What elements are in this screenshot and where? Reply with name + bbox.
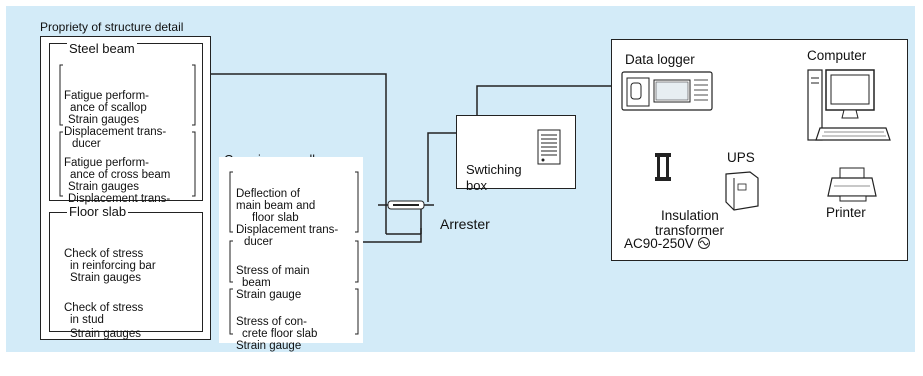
computer-icon [807,69,891,141]
arrester-label: Arrester [440,216,490,232]
behaviour-brackets [229,171,359,335]
diagram: Propriety of structure detail Steel beam [6,6,915,352]
transformer-icon [655,153,671,181]
data-logger-icon [621,71,713,111]
computer-label: Computer [807,48,867,63]
ac-source-label: AC90-250V [624,236,694,251]
structure-detail-title: Propriety of structure detail [40,20,184,34]
steel-beam-group [49,43,203,201]
data-logger-label: Data logger [625,52,695,67]
floor-slab-group [49,212,203,332]
steel-beam-label: Steel beam [67,41,137,56]
switching-box-icon [537,129,561,165]
arrester-icon [378,200,434,210]
floor-slab-label: Floor slab [67,204,129,219]
ups-icon [725,171,759,211]
ac-source-icon [698,237,710,249]
printer-label: Printer [826,205,866,220]
ups-label: UPS [727,150,755,165]
printer-icon [827,167,877,202]
behaviour-box [219,157,363,343]
